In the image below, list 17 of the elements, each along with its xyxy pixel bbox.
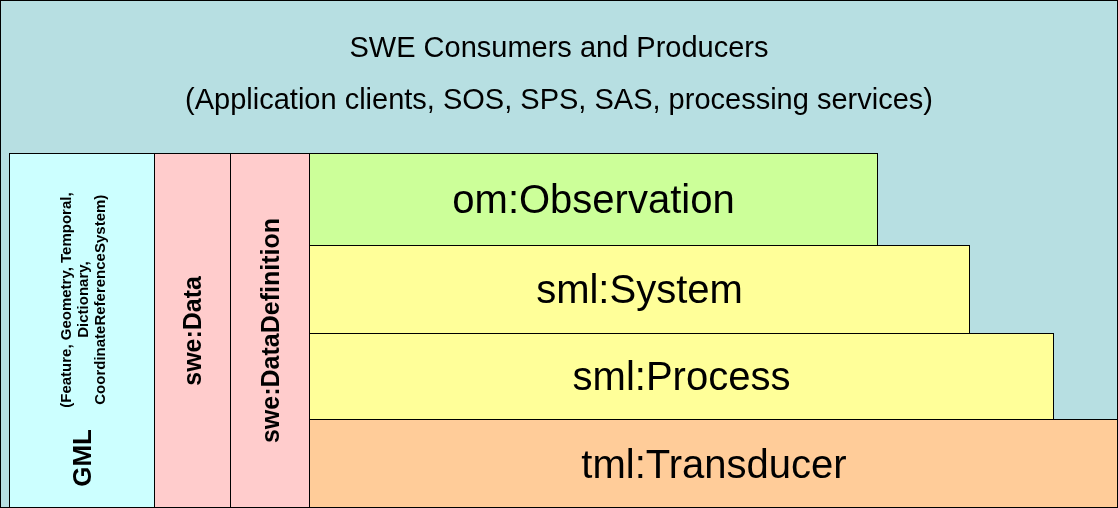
column-label: swe:Data [178,276,207,386]
layer-label: tml:Transducer [581,441,847,487]
column-label: swe:DataDefinition [255,218,285,444]
layer-label: sml:Process [572,354,791,399]
layer-column [230,153,310,507]
layer-step [309,419,1117,507]
layer-label: om:Observation [452,177,735,222]
layer-label: sml:System [536,267,743,312]
column-heading: GML [66,429,98,487]
layer-step [309,153,878,246]
layer-column [154,153,231,507]
layer-step [309,245,970,334]
layer-column [9,153,155,507]
layer-step [309,333,1054,420]
band-heading: SWE Consumers and Producers [348,31,770,64]
band-subtitle: (Application clients, SOS, SPS, SAS, processing services) [184,83,934,116]
column-subtitle: (Feature, Geometry, Temporal, Dictionary, CoordinateReferenceSystem) [56,191,108,410]
